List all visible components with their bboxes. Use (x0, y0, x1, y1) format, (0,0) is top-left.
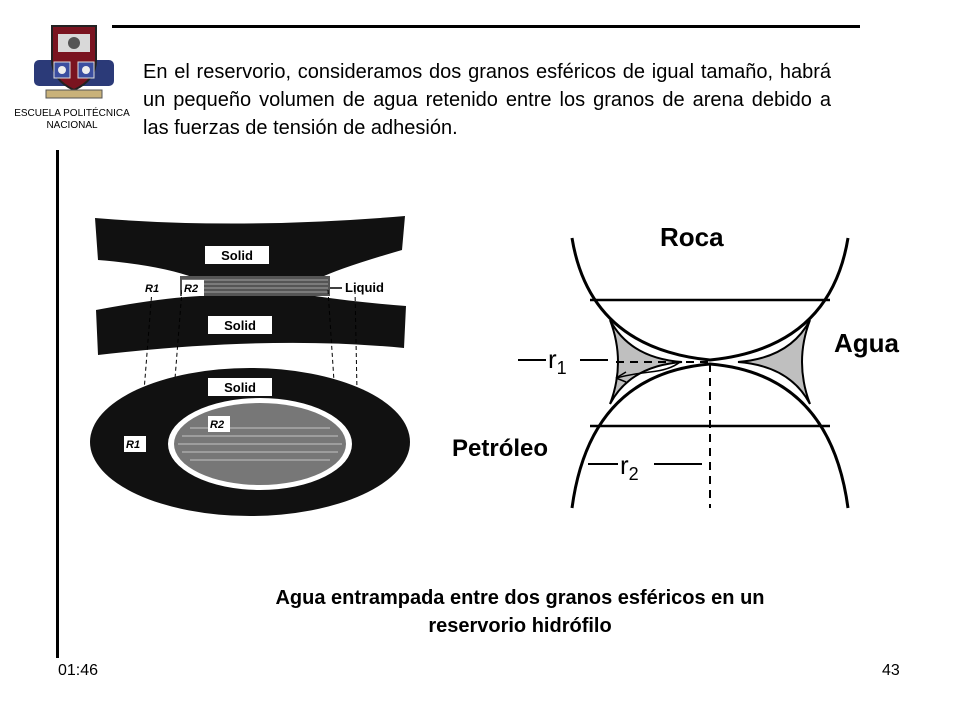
upper-grain-outline (570, 237, 850, 362)
institution-caption-line2: NACIONAL (46, 120, 98, 131)
label-liquid: Liquid (345, 280, 384, 295)
intro-paragraph: En el reservorio, consideramos dos grano… (143, 61, 831, 139)
label-r2-bottom: R2 (210, 419, 224, 431)
caption-line2: reservorio hidrófilo (428, 615, 612, 637)
top-divider (112, 25, 860, 28)
page-number: 43 (882, 662, 900, 679)
label-r1-bottom: R1 (126, 439, 140, 451)
figure-caption: Agua entrampada entre dos granos esféric… (200, 584, 840, 640)
footer-time: 01:46 (58, 662, 99, 679)
water-wedge-right (737, 319, 811, 405)
label-petroleo: Petróleo (452, 435, 548, 462)
label-r2: r2 (620, 450, 639, 484)
label-agua: Agua (834, 328, 900, 358)
label-solid-middle: Solid (224, 318, 256, 333)
label-roca: Roca (660, 222, 724, 252)
label-solid-bottom: Solid (224, 380, 256, 395)
label-r2-top: R2 (184, 283, 198, 295)
institution-caption-line1: ESCUELA POLITÉCNICA (14, 108, 130, 119)
caption-line1: Agua entrampada entre dos granos esféric… (275, 587, 765, 609)
institution-caption: ESCUELA POLITÉCNICA NACIONAL (4, 108, 140, 132)
label-solid-top: Solid (221, 248, 253, 263)
pendular-ring-diagram: Solid Solid Solid Liquid R1 R2 R1 R2 (90, 216, 410, 516)
label-r1-top: R1 (145, 283, 159, 295)
liquid-band (180, 276, 330, 296)
institution-logo-icon (34, 25, 114, 99)
water-between-grains-diagram: Roca Agua Petróleo r1 r2 (452, 222, 900, 509)
r1-pointer-arrow (615, 361, 681, 379)
label-r1: r1 (548, 344, 567, 378)
left-divider (56, 150, 59, 658)
